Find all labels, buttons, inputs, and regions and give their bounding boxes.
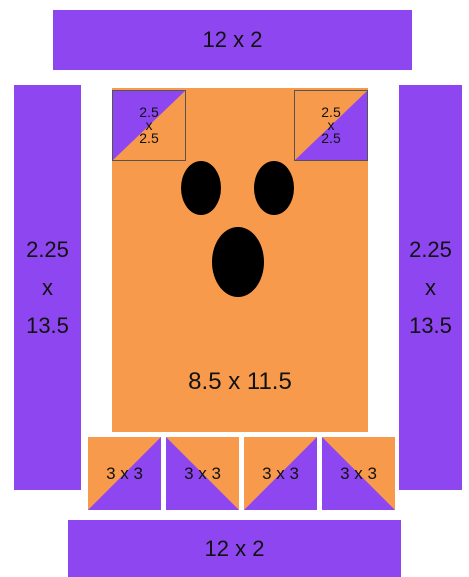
top-border-label: 12 x 2 [53,10,412,70]
bottom-block-4-label: 3 x 3 [322,437,395,510]
left-border-label: 2.25 x 13.5 [14,85,81,490]
right-border-label-line2: x [425,272,436,304]
right-border-label-line1: 2.25 [409,234,452,266]
right-border-label-line3: 13.5 [409,310,452,342]
bottom-block-2-label: 3 x 3 [166,437,239,510]
corner-block-left-label: 2.5 x 2.5 [112,90,186,161]
corner-block-left-line3: 2.5 [139,132,158,145]
bottom-block-1-label: 3 x 3 [88,437,161,510]
bottom-border-label: 12 x 2 [68,520,401,577]
left-border-label-line1: 2.25 [26,234,69,266]
bottom-block-3-label: 3 x 3 [244,437,317,510]
left-border-label-line3: 13.5 [26,310,69,342]
corner-block-right-label: 2.5 x 2.5 [294,90,368,161]
corner-block-right-line3: 2.5 [321,132,340,145]
left-border-label-line2: x [42,272,53,304]
center-panel-label: 8.5 x 11.5 [112,362,368,402]
right-border-label: 2.25 x 13.5 [399,85,462,490]
